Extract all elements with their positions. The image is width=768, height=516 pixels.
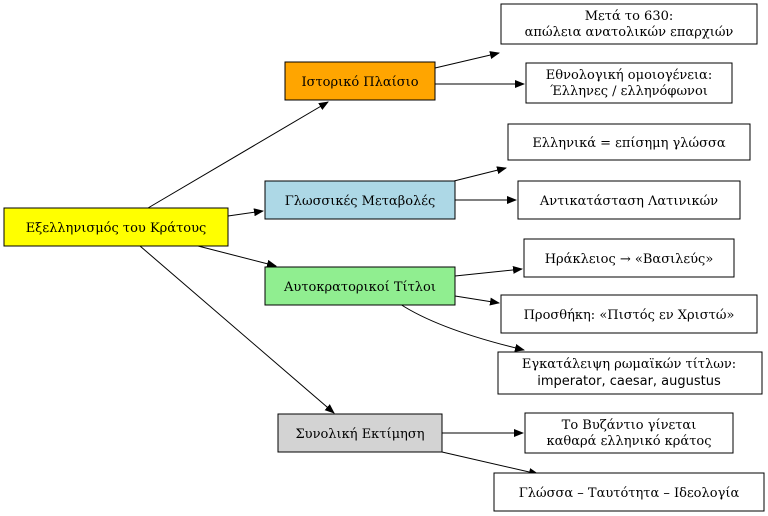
leaf-assessment-2-line1: Γλώσσα – Ταυτότητα – Ιδεολογία — [519, 486, 740, 501]
edge-titles-leaf2 — [454, 295, 500, 306]
leaf-language-1: Ελληνικά = επίσημη γλώσσα — [507, 123, 751, 161]
branch-language: Γλωσσικές Μεταβολές — [264, 180, 456, 220]
branch-historical: Ιστορικό Πλαίσιο — [284, 61, 436, 101]
branch-assessment: Συνολική Εκτίμηση — [277, 413, 443, 453]
leaf-assessment-1-box — [524, 412, 734, 454]
leaf-titles-3-box — [497, 351, 763, 395]
branch-titles-label: Αυτοκρατορικοί Τίτλοι — [283, 280, 436, 295]
leaf-historical-1-box — [500, 3, 758, 45]
edge-root-language — [227, 208, 264, 217]
leaf-historical-1-line1: Μετά το 630: — [585, 9, 674, 24]
leaf-titles-1-line1: Ηράκλειος → «Βασιλεύς» — [545, 252, 714, 267]
leaf-historical-1: Μετά το 630: απώλεια ανατολικών επαρχιών — [500, 3, 758, 45]
leaf-titles-1-box — [523, 238, 735, 278]
leaf-assessment-1-line2: καθαρά ελληνικό κράτος — [547, 434, 712, 449]
branch-historical-label: Ιστορικό Πλαίσιο — [301, 75, 418, 90]
branch-titles: Αυτοκρατορικοί Τίτλοι — [264, 266, 456, 306]
edge-titles-leaf1 — [454, 265, 523, 277]
leaf-titles-2: Προσθήκη: «Πιστός εν Χριστώ» — [500, 294, 758, 334]
edge-language-leaf1 — [449, 166, 507, 183]
leaf-historical-2-line2: Έλληνες / ελληνόφωνοι — [550, 84, 708, 99]
branch-language-box — [264, 180, 456, 220]
edge-titles-leaf3 — [399, 303, 525, 352]
leaf-titles-1: Ηράκλειος → «Βασιλεύς» — [523, 238, 735, 278]
leaf-titles-3-line1: Εγκατάλειψη ρωμαϊκών τίτλων: — [522, 357, 736, 372]
branch-assessment-label: Συνολική Εκτίμηση — [295, 427, 424, 442]
leaf-language-1-line1: Ελληνικά = επίσημη γλώσσα — [532, 136, 726, 151]
leaf-language-2-box — [517, 180, 741, 220]
root-node-box — [3, 207, 229, 247]
branch-titles-box — [264, 266, 456, 306]
leaf-titles-3: Εγκατάλειψη ρωμαϊκών τίτλων: imperator, … — [497, 351, 763, 395]
leaf-titles-2-line1: Προσθήκη: «Πιστός εν Χριστώ» — [524, 308, 735, 323]
edge-assessment-leaf2 — [441, 451, 539, 476]
branch-language-label: Γλωσσικές Μεταβολές — [285, 194, 436, 209]
root-node-label: Εξελληνισμός του Κράτους — [26, 221, 207, 236]
edge-root-titles — [197, 245, 277, 268]
root-node: Εξελληνισμός του Κράτους — [3, 207, 229, 247]
leaf-assessment-2-box — [493, 472, 765, 512]
leaf-historical-2-line1: Εθνολογική ομοιογένεια: — [546, 68, 712, 83]
leaf-titles-2-box — [500, 294, 758, 334]
leaf-language-1-box — [507, 123, 751, 161]
leaf-assessment-2: Γλώσσα – Ταυτότητα – Ιδεολογία — [493, 472, 765, 512]
leaf-assessment-1-line1: Το Βυζάντιο γίνεται — [562, 418, 697, 433]
leaf-historical-2: Εθνολογική ομοιογένεια: Έλληνες / ελληνό… — [525, 62, 733, 104]
branch-assessment-box — [277, 413, 443, 453]
edge-root-historical — [147, 101, 329, 209]
edge-historical-leaf1 — [434, 51, 500, 69]
edge-root-assessment — [139, 245, 335, 414]
branch-historical-box — [284, 61, 436, 101]
leaf-titles-3-line2: imperator, caesar, augustus — [537, 374, 721, 389]
leaf-assessment-1: Το Βυζάντιο γίνεται καθαρά ελληνικό κράτ… — [524, 412, 734, 454]
leaf-language-2: Αντικατάσταση Λατινικών — [517, 180, 741, 220]
leaf-historical-1-line2: απώλεια ανατολικών επαρχιών — [525, 25, 734, 40]
leaf-historical-2-box — [525, 62, 733, 104]
leaf-language-2-line1: Αντικατάσταση Λατινικών — [539, 194, 718, 209]
